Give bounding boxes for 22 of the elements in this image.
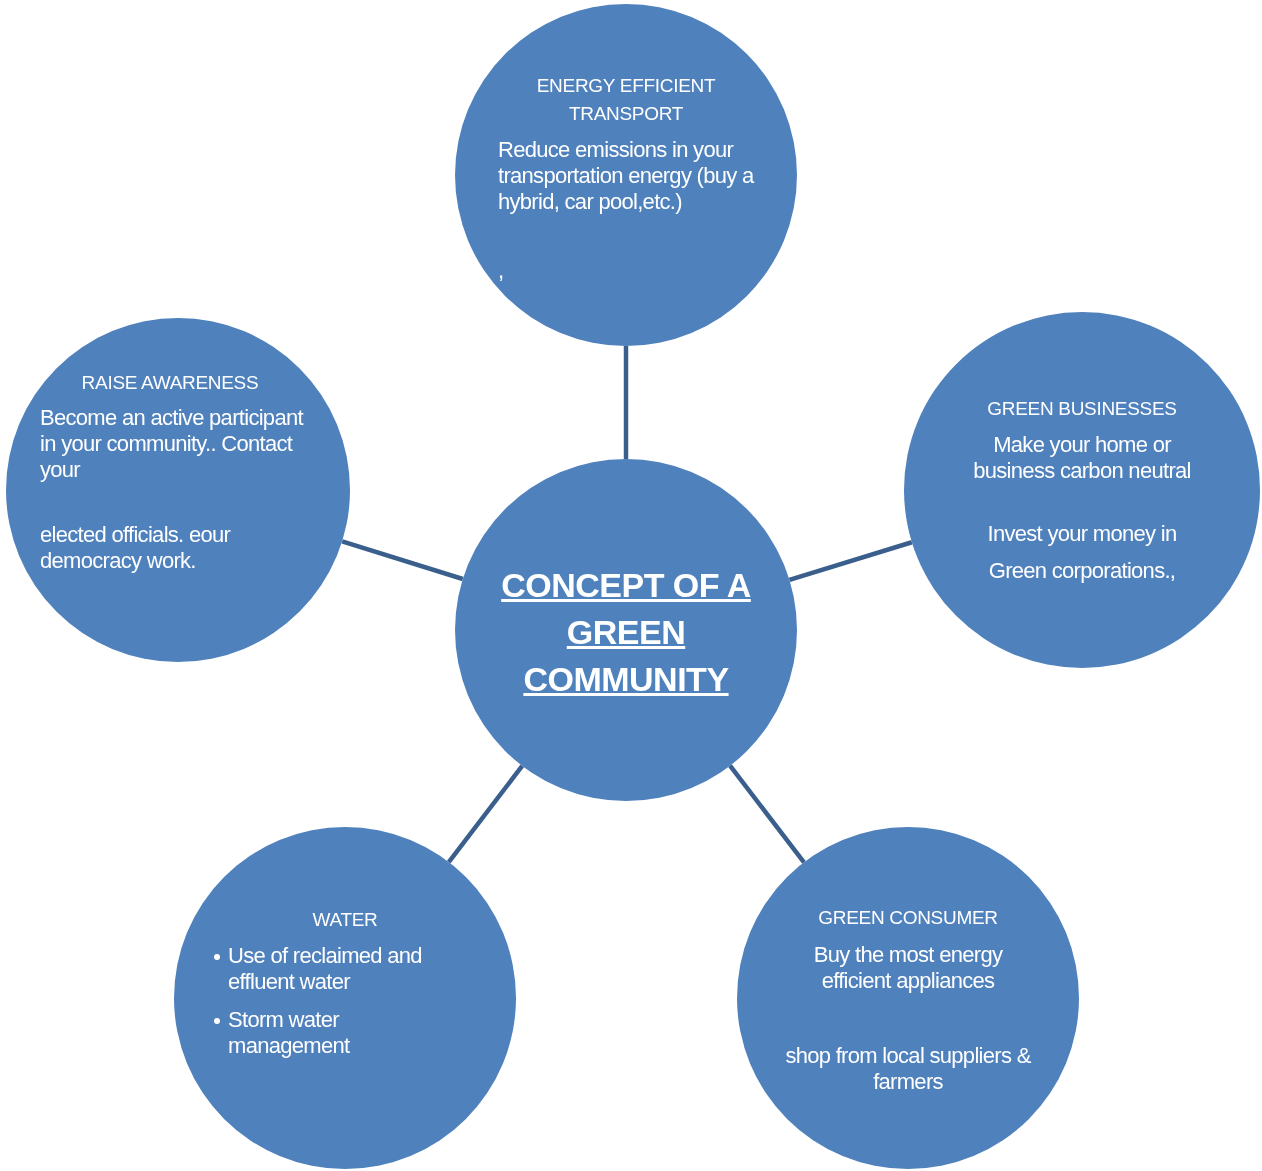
- circle-text: Reduce emissions in your transportation energy (buy a hybrid, car pool,etc.): [498, 137, 756, 215]
- connector-line: [788, 540, 913, 582]
- circle-text: shop from local suppliers & farmers: [784, 1043, 1032, 1095]
- circle-text: ,: [498, 258, 505, 284]
- circle-text: Invest your money in: [986, 521, 1178, 547]
- circle-text: Storm water management: [228, 1007, 351, 1059]
- connector-line: [728, 764, 806, 864]
- circle-text: Buy the most energy efficient appliances: [812, 942, 1004, 994]
- circle-heading: GREEN BUSINESSES: [986, 397, 1178, 421]
- connector-line: [447, 764, 524, 864]
- circle-text: Use of reclaimed and effluent water: [228, 943, 423, 995]
- circle-heading: GREEN CONSUMER: [817, 906, 999, 930]
- circle-text: Make your home or business carbon neutral: [972, 432, 1192, 484]
- circle-heading: WATER: [311, 908, 379, 932]
- circle-heading: ENERGY EFFICIENT TRANSPORT: [535, 74, 717, 126]
- circle-heading: RAISE AWARENESS: [80, 371, 260, 395]
- circle-text: elected officials. eour democracy work.: [40, 522, 232, 574]
- connector-line: [623, 346, 629, 459]
- central-title: CONCEPT OF A GREEN COMMUNITY: [500, 565, 752, 700]
- circle-text: Green corporations.,: [987, 558, 1177, 584]
- connector-line: [341, 539, 464, 582]
- circle-text: Become an active participant in your community.. Contact your: [40, 405, 305, 483]
